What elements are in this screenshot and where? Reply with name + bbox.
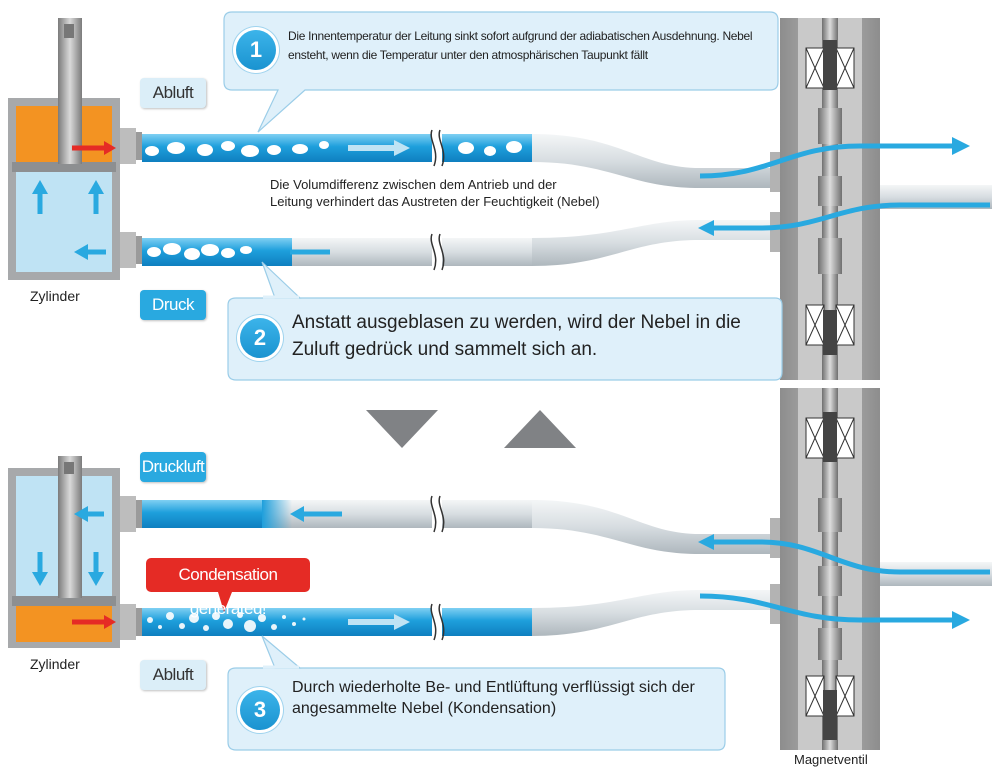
arrow-down-triangle	[366, 410, 438, 448]
zylinder-bottom-label: Zylinder	[30, 656, 80, 672]
callout-2-number: 2	[240, 318, 280, 358]
cylinder-bottom	[8, 456, 120, 648]
magnetventil-label: Magnetventil	[794, 752, 868, 767]
cylinder-top	[8, 18, 120, 280]
volume-note: Die Volumdifferenz zwischen dem Antrieb …	[270, 177, 600, 209]
callout-2-text: Anstatt ausgeblasen zu werden, wird der …	[292, 312, 741, 360]
callout-3-number: 3	[240, 690, 280, 730]
arrow-up-triangle	[504, 410, 576, 448]
pipe-bottom-upper	[142, 495, 800, 554]
fitting-bottom-lower	[120, 604, 142, 640]
valve-top	[698, 18, 992, 380]
abluft-top-tag: Abluft	[140, 78, 206, 108]
druckluft-tag: Druckluft	[140, 452, 206, 482]
callout-1-number: 1	[236, 30, 276, 70]
callout-3-bubble	[227, 635, 726, 751]
condensation-droplets	[147, 612, 306, 632]
pipe-bottom-lower	[142, 590, 800, 641]
condensation-pointer	[218, 592, 232, 612]
callout-2-bubble	[227, 261, 783, 381]
condensation-tag: Condensation generated!	[146, 558, 310, 618]
fitting-bottom-upper	[120, 496, 142, 532]
callout-1-bubble	[223, 11, 779, 133]
fitting-top-upper	[120, 128, 142, 164]
abluft-bottom-tag: Abluft	[140, 660, 206, 690]
mist-top-upper	[145, 141, 522, 157]
mist-top-lower	[147, 243, 252, 260]
valve-bottom	[698, 388, 992, 750]
fitting-top-lower	[120, 232, 142, 268]
callout-3-text: Durch wiederholte Be- und Entlüftung ver…	[292, 679, 695, 717]
zylinder-top-label: Zylinder	[30, 288, 80, 304]
druck-tag: Druck	[140, 290, 206, 320]
callout-1-text: Die Innentemperatur der Leitung sinkt so…	[288, 29, 753, 62]
